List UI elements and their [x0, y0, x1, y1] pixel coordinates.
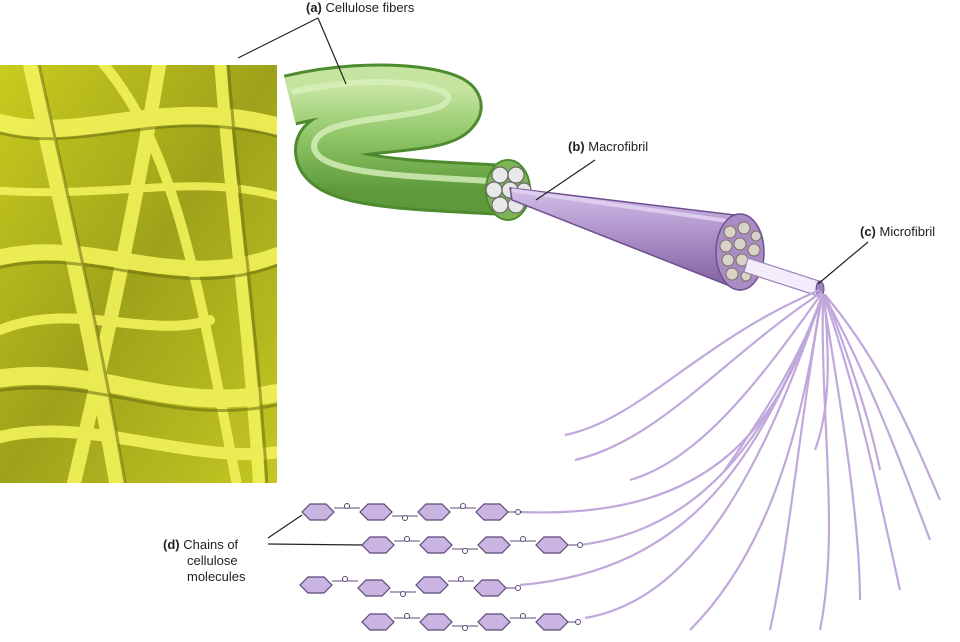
leader-a-to-micrograph — [237, 17, 319, 59]
label-d-letter: (d) — [163, 537, 180, 552]
label-macrofibril: (b) Macrofibril — [568, 139, 648, 155]
label-d-line1: Chains of — [183, 537, 239, 552]
label-microfibril: (c) Microfibril — [860, 224, 935, 240]
leader-d-1 — [267, 514, 303, 539]
label-c-letter: (c) — [860, 224, 876, 239]
leader-d-2 — [267, 543, 363, 546]
glucose-chain-row-4 — [361, 613, 581, 631]
cellulose-fiber-tube — [283, 63, 532, 221]
leader-c — [817, 241, 869, 285]
label-cellulose-chains: (d) Chains of cellulose molecules — [163, 537, 246, 585]
label-d-line2: cellulose — [187, 553, 238, 568]
glucose-chain-row-2 — [361, 536, 583, 554]
label-a-text: Cellulose fibers — [325, 0, 415, 15]
glucose-chain-row-3 — [299, 576, 521, 597]
label-d-line3: molecules — [187, 569, 246, 584]
label-c-text: Microfibril — [879, 224, 936, 239]
leader-lines — [237, 17, 869, 546]
glucose-chain-row-1 — [301, 503, 522, 521]
leader-b — [535, 159, 596, 201]
macrofibril-cone — [509, 187, 765, 292]
label-a-letter: (a) — [306, 0, 322, 15]
label-cellulose-fibers: (a) Cellulose fibers — [306, 0, 414, 16]
label-b-text: Macrofibril — [588, 139, 649, 154]
micrograph-image — [0, 65, 277, 483]
leader-a-to-fiber — [317, 17, 347, 85]
cellulose-strands — [519, 288, 942, 631]
label-b-letter: (b) — [568, 139, 585, 154]
